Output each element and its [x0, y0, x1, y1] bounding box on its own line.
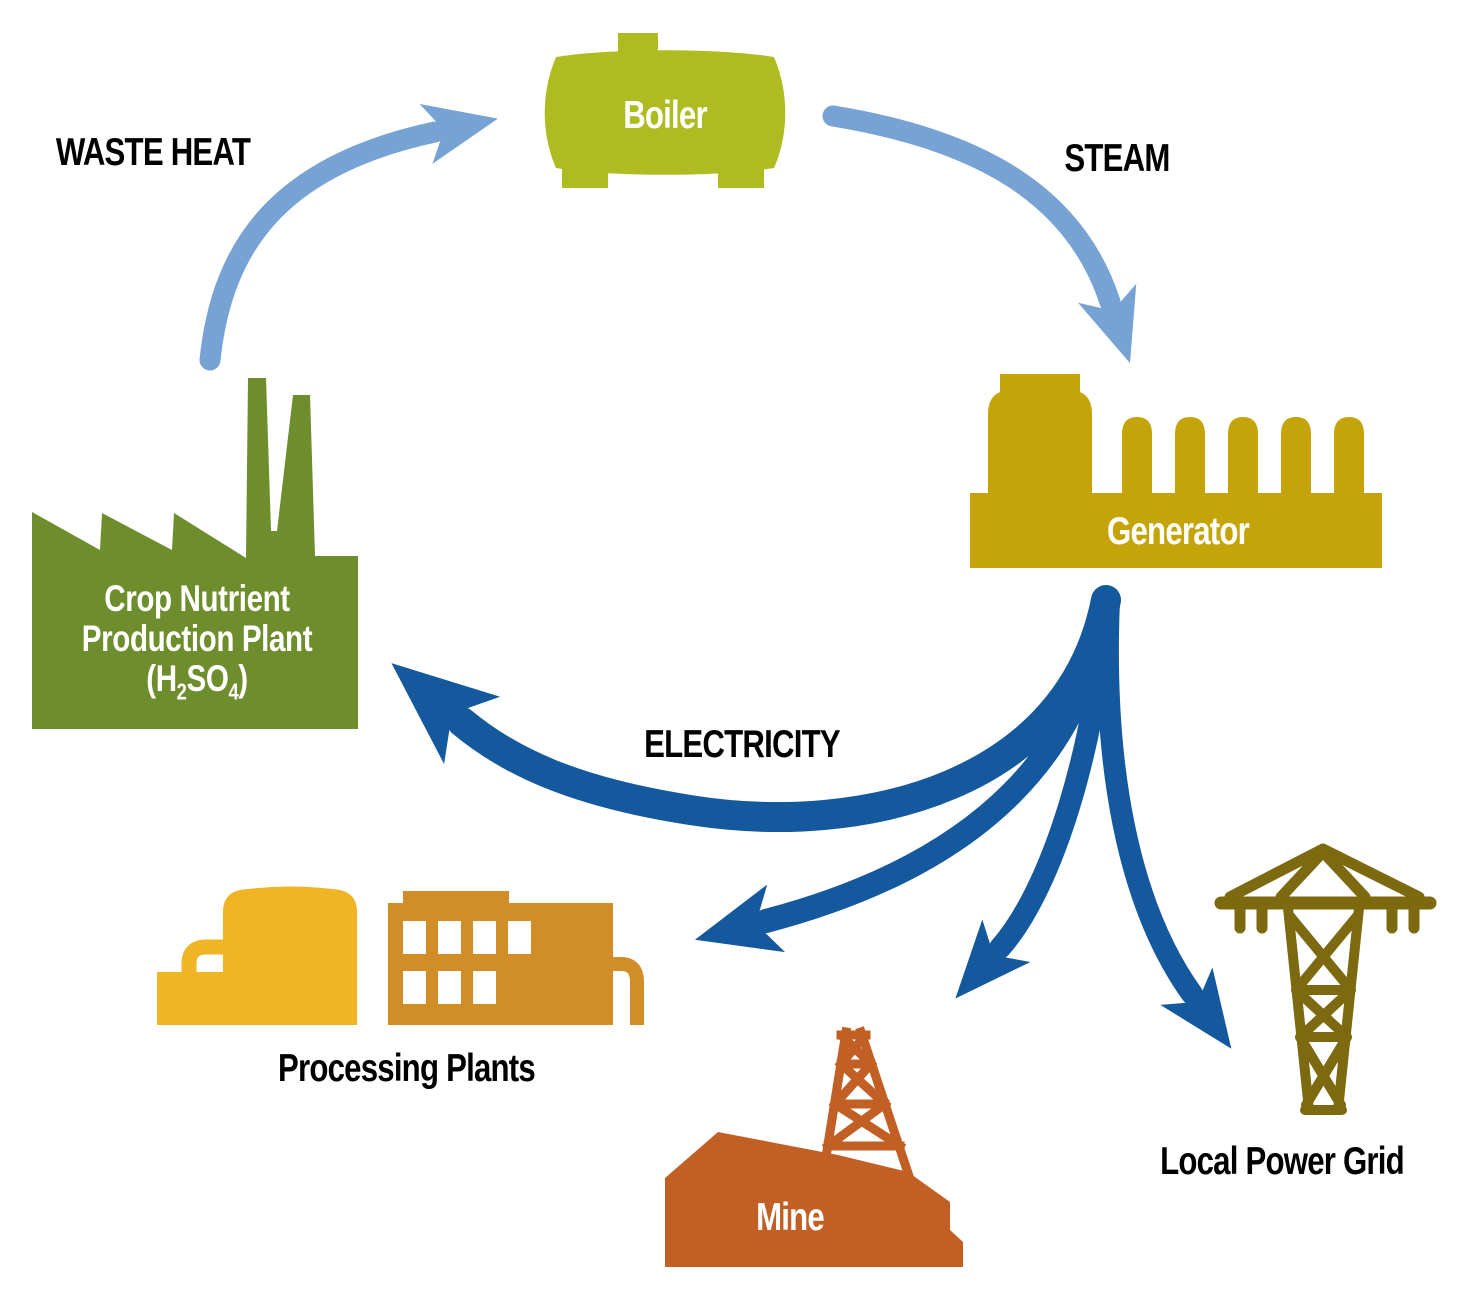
- mine-icon: [665, 1026, 963, 1267]
- processing-silo: [157, 886, 357, 1025]
- window: [403, 921, 426, 954]
- formula-close: ): [238, 658, 248, 699]
- crop-plant-icon: [32, 378, 358, 729]
- crop-plant-label: Crop Nutrient Production Plant (H2SO4): [63, 578, 330, 703]
- processing-silo-tank: [223, 886, 357, 1025]
- electricity-arrow-to-crop-plant: [391, 585, 1121, 833]
- steam-arrow: [822, 105, 1137, 364]
- formula-subscript-o: 4: [228, 678, 239, 705]
- generator-tank: [988, 390, 1092, 500]
- mine-mound: [665, 1132, 963, 1267]
- mine-label: Mine: [756, 1196, 825, 1239]
- power-grid-body: [1283, 903, 1364, 1115]
- processing-building: [388, 891, 613, 1025]
- power-grid-insulators: [1234, 897, 1420, 934]
- processing-plants-label: Processing Plants: [278, 1047, 536, 1090]
- processing-building-windows: [403, 921, 531, 1004]
- crop-plant-label-formula: (H2SO4): [63, 658, 330, 703]
- steam-label: STEAM: [1064, 137, 1170, 180]
- window: [438, 921, 461, 954]
- window: [508, 921, 531, 954]
- electricity-label: ELECTRICITY: [644, 723, 841, 766]
- processing-plants-icon: [157, 886, 644, 1025]
- formula-open: (H: [146, 658, 177, 699]
- local-power-grid-label: Local Power Grid: [1160, 1140, 1405, 1183]
- boiler-tank: [544, 50, 786, 175]
- generator-label: Generator: [1107, 510, 1250, 553]
- generator-base: [970, 493, 1382, 568]
- crop-plant-label-line2: Production Plant: [81, 618, 313, 659]
- power-grid-icon: [1214, 843, 1437, 1115]
- window: [403, 971, 426, 1004]
- waste-heat-label: WASTE HEAT: [55, 131, 251, 174]
- formula-mid: SO: [186, 658, 229, 699]
- window: [473, 921, 496, 954]
- processing-silo-annex: [157, 972, 223, 1025]
- crop-plant-label-line1: Crop Nutrient: [104, 578, 290, 619]
- electricity-arrow-to-power-grid: [1096, 589, 1232, 1049]
- boiler-label: Boiler: [623, 94, 707, 137]
- processing-building-rooftop: [403, 891, 509, 905]
- mine-derrick: [819, 1026, 924, 1209]
- waste-heat-arrow: [199, 103, 498, 371]
- window: [438, 971, 461, 1004]
- window: [473, 971, 496, 1004]
- processing-silo-pipe: [181, 939, 223, 973]
- generator-icon: [970, 374, 1382, 568]
- generator-pillars: [1122, 417, 1364, 500]
- generator-tank-cap: [1000, 374, 1080, 394]
- formula-subscript-h: 2: [176, 678, 187, 705]
- power-grid-roof: [1224, 843, 1425, 903]
- boiler-icon: [544, 33, 786, 188]
- processing-building-pipe: [611, 957, 644, 1025]
